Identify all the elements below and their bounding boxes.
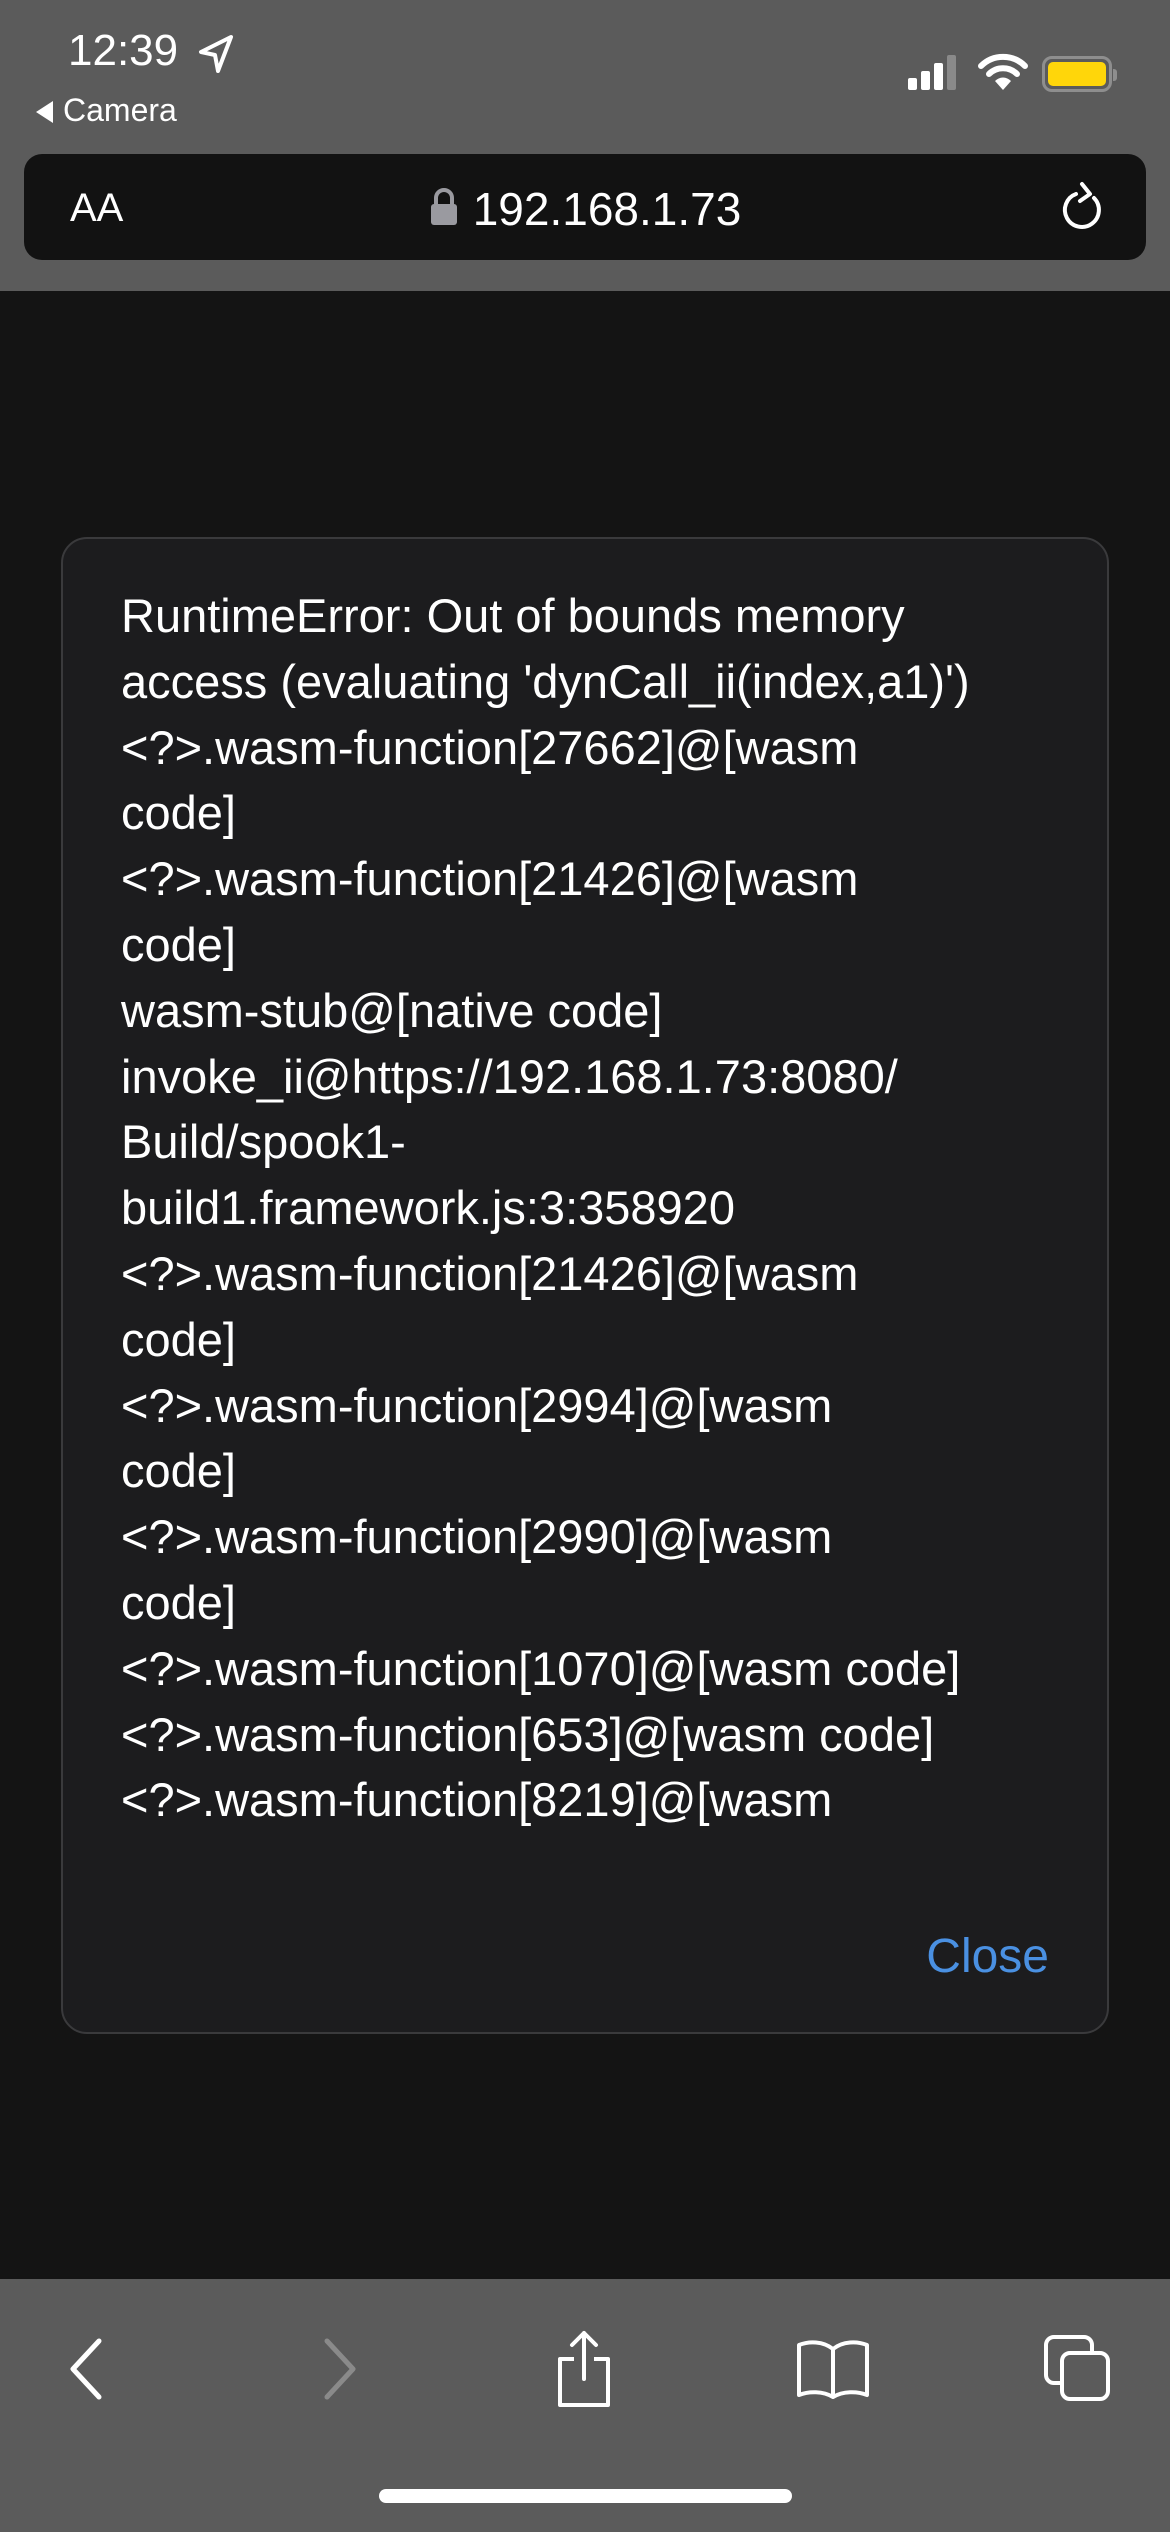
url-field[interactable]: 192.168.1.73 — [24, 182, 1146, 236]
back-to-app-button[interactable]: Camera — [36, 92, 177, 129]
error-line: wasm-stub@[native code] — [121, 983, 663, 1037]
error-line: RuntimeError: Out of bounds memory — [121, 589, 905, 642]
error-line: access (evaluating 'dynCall_ii(index,a1)… — [121, 654, 970, 708]
error-dialog: RuntimeError: Out of bounds memory access… — [61, 537, 1109, 2034]
error-line: code] — [121, 1833, 1081, 1837]
error-line: <?>.wasm-function[653]@[wasm code] — [121, 1707, 935, 1761]
error-line: <?>.wasm-function[21426]@[wasm — [121, 1246, 859, 1300]
error-line: code] — [121, 1575, 236, 1629]
error-line: <?>.wasm-function[1070]@[wasm code] — [121, 1641, 961, 1695]
forward-button[interactable] — [299, 2329, 379, 2409]
back-app-label: Camera — [63, 92, 177, 128]
error-line: invoke_ii@https://192.168.1.73:8080/ — [121, 1049, 898, 1103]
share-button[interactable] — [544, 2329, 624, 2409]
address-bar[interactable]: AA 192.168.1.73 — [24, 154, 1146, 260]
home-indicator[interactable] — [379, 2489, 792, 2503]
tabs-icon — [1044, 2335, 1110, 2401]
tabs-button[interactable] — [1038, 2329, 1118, 2409]
error-message[interactable]: RuntimeError: Out of bounds memory access… — [121, 583, 1081, 1837]
text-size-button[interactable]: AA — [70, 186, 124, 230]
back-icon — [70, 2338, 102, 2400]
error-line: <?>.wasm-function[27662]@[wasm — [121, 720, 859, 774]
reload-icon[interactable] — [1056, 180, 1106, 236]
share-icon — [558, 2331, 610, 2407]
error-line: code] — [121, 917, 236, 971]
error-line: <?>.wasm-function[2994]@[wasm — [121, 1378, 833, 1432]
error-line: <?>.wasm-function[8219]@[wasm — [121, 1773, 833, 1827]
error-line: code] — [121, 1312, 236, 1366]
error-line: <?>.wasm-function[21426]@[wasm — [121, 852, 859, 906]
status-time: 12:39 — [68, 26, 179, 75]
cellular-signal-icon — [908, 55, 956, 90]
top-bar: 12:39 Camera AA 192.168.1.73 — [0, 0, 1170, 291]
error-line: code] — [121, 786, 236, 840]
bookmarks-icon — [797, 2340, 869, 2399]
wifi-icon — [978, 53, 1028, 90]
url-text: 192.168.1.73 — [472, 183, 742, 235]
error-line: build1.framework.js:3:358920 — [121, 1181, 735, 1235]
close-button[interactable]: Close — [926, 1930, 1049, 1983]
error-line: <?>.wasm-function[2990]@[wasm — [121, 1510, 833, 1564]
back-button[interactable] — [47, 2329, 127, 2409]
bookmarks-button[interactable] — [793, 2329, 873, 2409]
forward-icon — [324, 2338, 356, 2400]
back-triangle-icon — [36, 101, 53, 123]
location-arrow-icon — [199, 35, 233, 73]
error-line: Build/spook1- — [121, 1115, 406, 1169]
battery-icon — [1042, 56, 1117, 92]
error-line: code] — [121, 1444, 236, 1498]
lock-icon — [430, 188, 457, 225]
